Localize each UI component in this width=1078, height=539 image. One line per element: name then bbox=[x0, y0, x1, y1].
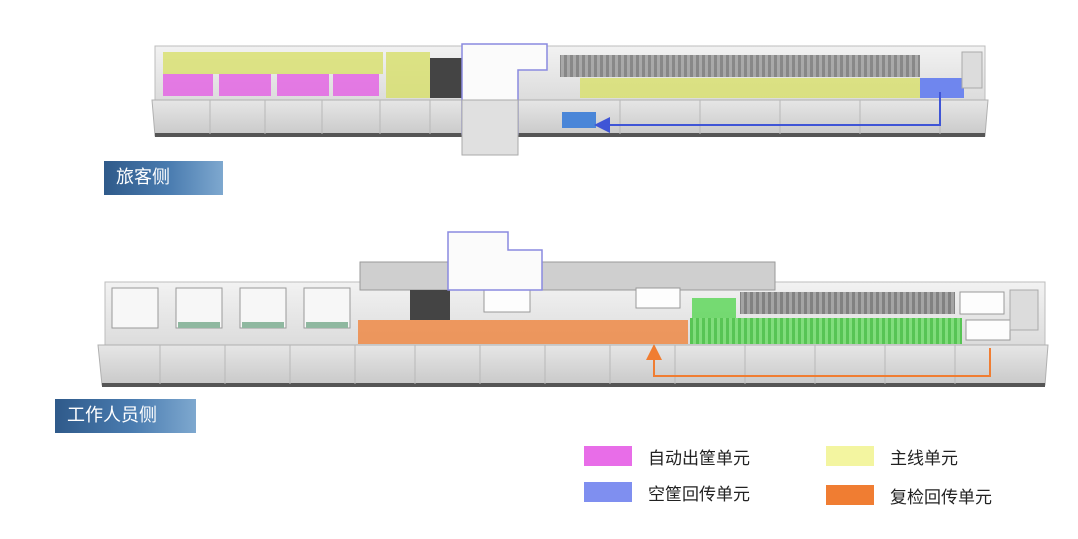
conveyor-rollers bbox=[740, 292, 955, 314]
legend-label: 自动出筐单元 bbox=[648, 448, 750, 469]
legend-label: 复检回传单元 bbox=[890, 487, 992, 508]
staff-side-machine bbox=[97, 231, 1049, 387]
legend-swatch bbox=[826, 446, 874, 466]
machine-base-strip bbox=[102, 383, 1045, 387]
passenger-side-machine bbox=[151, 43, 989, 156]
xray-scanner-body bbox=[461, 99, 519, 156]
panel-seams bbox=[159, 345, 956, 384]
empty-basket-return-right bbox=[920, 78, 964, 98]
dark-belt-area bbox=[410, 290, 450, 320]
legend-label: 主线单元 bbox=[890, 448, 958, 469]
empty-basket-return-left bbox=[562, 112, 596, 128]
legend-swatch bbox=[584, 482, 632, 502]
conveyor-rollers bbox=[560, 55, 920, 77]
dark-belt-area bbox=[430, 58, 465, 98]
staff-side-label: 工作人员侧 bbox=[55, 399, 196, 433]
legend-swatch bbox=[584, 446, 632, 466]
legend-item-mainline: 主线单元 bbox=[826, 445, 958, 469]
mainline-units-passenger bbox=[163, 52, 920, 98]
legend-item-recheck-return: 复检回传单元 bbox=[826, 484, 992, 508]
empty-basket-return-arrow bbox=[594, 92, 941, 133]
baskets bbox=[483, 287, 1011, 341]
recheck-return-arrow bbox=[646, 344, 991, 377]
passenger-side-label: 旅客侧 bbox=[104, 161, 223, 195]
panel-seams bbox=[209, 100, 941, 134]
green-conveyor-tray bbox=[692, 298, 736, 318]
machine-upper-frame bbox=[359, 261, 776, 291]
machine-front-panel bbox=[97, 344, 1049, 386]
auto-basket-units bbox=[163, 74, 379, 96]
legend-swatch bbox=[826, 485, 874, 505]
legend-label: 空筐回传单元 bbox=[648, 484, 750, 505]
legend-item-empty-basket-return: 空筐回传单元 bbox=[584, 481, 750, 505]
scanner-right-end bbox=[1009, 289, 1039, 331]
machine-base-strip bbox=[155, 133, 985, 137]
pickup-stations bbox=[111, 287, 351, 329]
green-conveyor-unit bbox=[690, 318, 962, 344]
scanner-right-end bbox=[961, 51, 983, 89]
xray-scanner-housing bbox=[447, 231, 543, 291]
recheck-return-unit bbox=[358, 320, 688, 344]
station-rails bbox=[178, 322, 348, 328]
legend-item-auto-basket: 自动出筐单元 bbox=[584, 445, 750, 469]
